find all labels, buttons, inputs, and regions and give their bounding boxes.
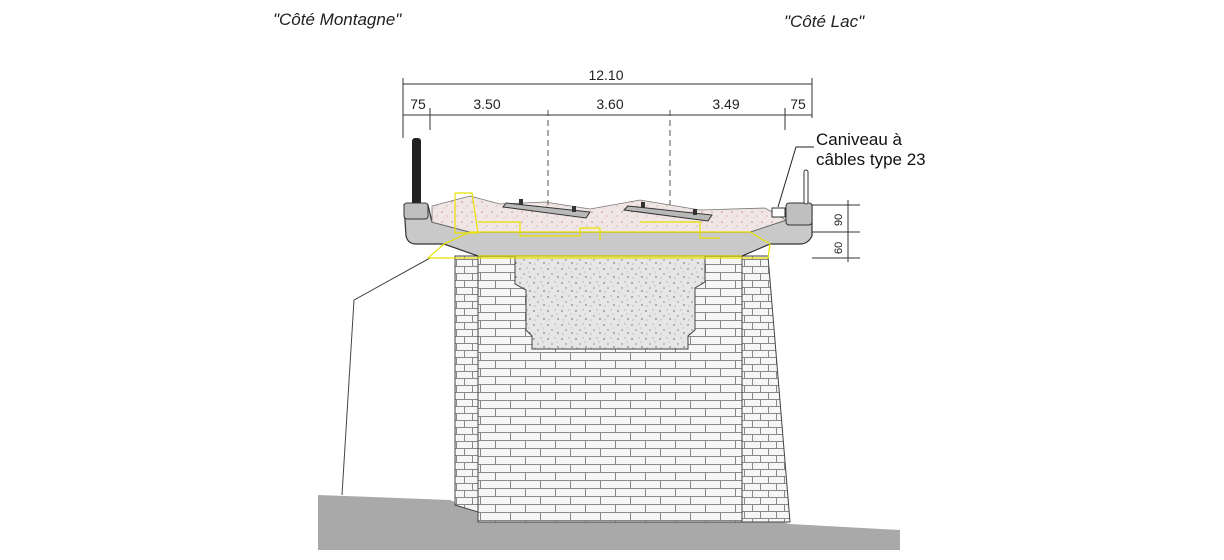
dimension-vertical-1: 90 [833,214,845,226]
cable-duct-leader [777,146,814,208]
left-parapet-post [412,138,421,206]
pier-concrete-core [514,255,706,350]
sleeper-right [622,205,713,222]
rail-right-a [641,202,645,208]
ballast-bed [431,195,787,233]
pier-left-side [454,255,479,513]
cable-duct [771,207,786,218]
dimension-segment-3: 3.60 [596,96,623,112]
dimension-lines [402,78,860,262]
right-edge-curb [785,202,813,226]
side-label-lake: "Côté Lac" [784,12,865,31]
annotation-line-1: Caniveau à [816,130,903,149]
pier-right-side [741,255,791,523]
dimension-segment-1: 75 [410,96,426,112]
side-label-mountain: "Côté Montagne" [273,10,402,29]
highlight-outlines [427,192,771,259]
rail-left-b [572,206,576,212]
track-right [622,202,713,222]
sleeper-left [502,202,591,219]
dimension-segment-5: 75 [790,96,806,112]
right-handrail-post [803,169,809,205]
annotation-line-2: câbles type 23 [816,150,926,169]
embankment-slope [341,257,431,496]
rail-left-a [519,199,523,205]
cable-duct-annotation: Caniveau à câbles type 23 [816,130,926,170]
left-edge-curb [403,202,429,220]
track-left [502,199,591,219]
dimension-segment-2: 3.50 [473,96,500,112]
dimension-vertical-2: 60 [833,242,845,254]
rail-right-b [693,209,697,215]
dimension-total: 12.10 [588,67,623,83]
dimension-segment-4: 3.49 [712,96,739,112]
